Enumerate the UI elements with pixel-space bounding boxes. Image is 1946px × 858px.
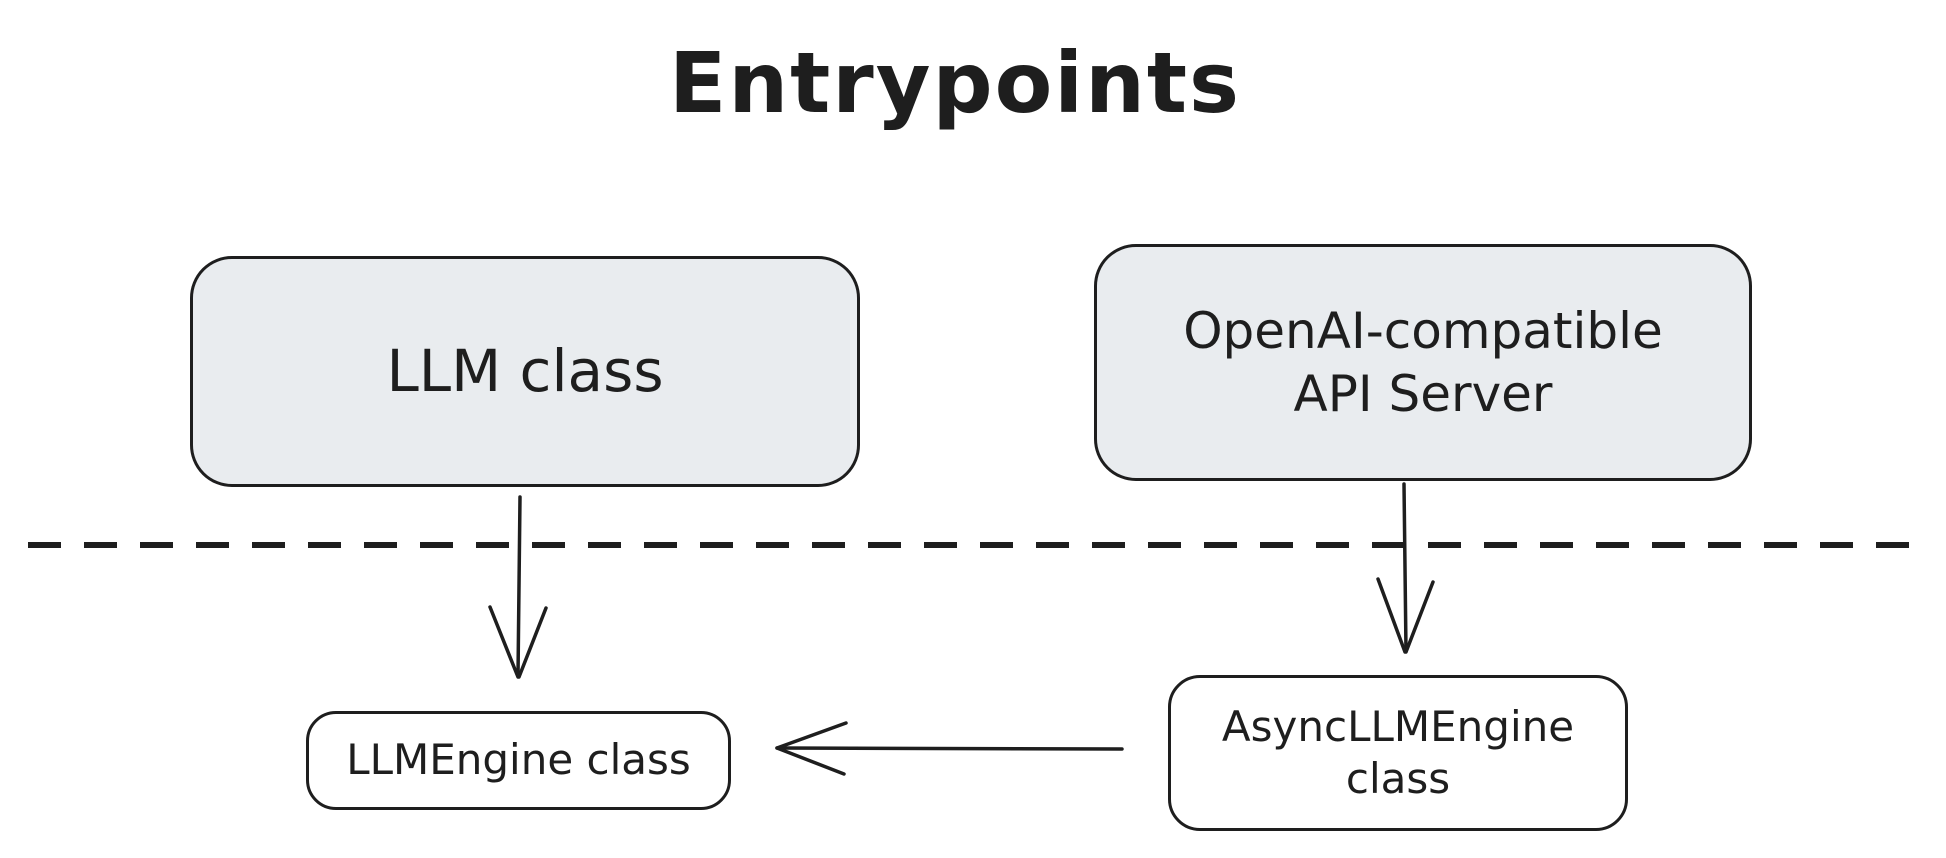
node-llmengine-class: LLMEngine class — [306, 711, 731, 810]
arrow-llm-to-llmengine — [488, 495, 548, 679]
diagram-title: Entrypoints — [668, 34, 1242, 132]
node-llm-class-label: LLM class — [386, 337, 664, 406]
arrow-openai-to-asyncllmengine — [1376, 482, 1435, 654]
node-asyncllmengine-class-label: AsyncLLMEngine class — [1221, 701, 1575, 804]
node-openai-api-server-label: OpenAI-compatible API Server — [1183, 302, 1663, 423]
node-llm-class: LLM class — [190, 256, 860, 487]
arrow-asyncllmengine-to-llmengine — [775, 721, 1124, 776]
node-llmengine-class-label: LLMEngine class — [346, 735, 691, 785]
node-openai-api-server: OpenAI-compatible API Server — [1094, 244, 1752, 481]
node-asyncllmengine-class: AsyncLLMEngine class — [1168, 675, 1628, 831]
